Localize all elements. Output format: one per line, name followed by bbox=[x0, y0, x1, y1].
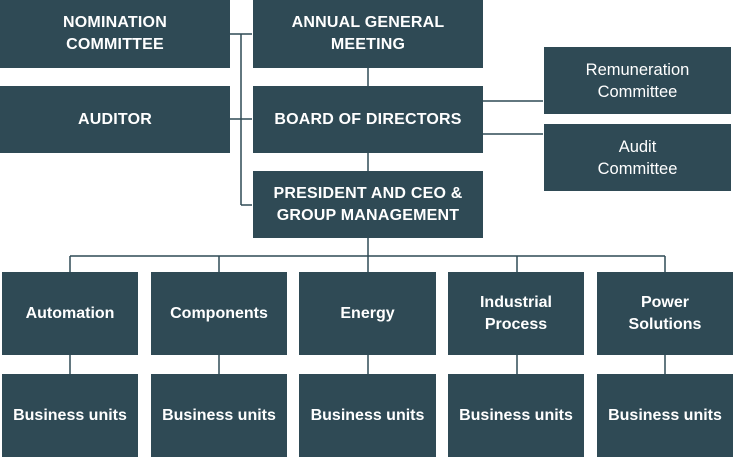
president-ceo-box: PRESIDENT AND CEO & GROUP MANAGEMENT bbox=[253, 171, 483, 238]
business-units-label: Business units bbox=[459, 406, 573, 424]
business-units-label: Business units bbox=[310, 406, 425, 424]
division-label: Automation bbox=[25, 304, 115, 322]
business-units-box-power-solutions: Business units bbox=[597, 374, 733, 457]
annual-general-meeting-box: ANNUAL GENERAL MEETING bbox=[253, 0, 483, 68]
auditor-box: AUDITOR bbox=[0, 86, 230, 153]
division-label: Power Solutions bbox=[628, 293, 702, 333]
nomination-committee-label: NOMINATION COMMITTEE bbox=[63, 14, 167, 53]
auditor-label: AUDITOR bbox=[78, 110, 152, 128]
business-units-label: Business units bbox=[162, 406, 276, 424]
business-units-label: Business units bbox=[608, 406, 722, 424]
business-units-label: Business units bbox=[13, 406, 127, 424]
division-box-power-solutions: Power Solutions bbox=[597, 272, 733, 355]
division-label: Energy bbox=[340, 304, 395, 322]
nomination-committee-box: NOMINATION COMMITTEE bbox=[0, 0, 230, 68]
business-units-box-energy: Business units bbox=[299, 374, 436, 457]
division-label: Components bbox=[170, 304, 268, 322]
division-box-components: Components bbox=[151, 272, 287, 355]
division-box-automation: Automation bbox=[2, 272, 138, 355]
remuneration-committee-box: Remuneration Committee bbox=[544, 47, 731, 114]
remuneration-committee-label: Remuneration Committee bbox=[585, 60, 690, 101]
board-of-directors-label: BOARD OF DIRECTORS bbox=[274, 110, 462, 128]
audit-committee-label: Audit Committee bbox=[597, 137, 678, 178]
audit-committee-box: Audit Committee bbox=[544, 124, 731, 191]
division-box-industrial-process: Industrial Process bbox=[448, 272, 584, 355]
president-ceo-label: PRESIDENT AND CEO & GROUP MANAGEMENT bbox=[273, 184, 463, 224]
business-units-box-automation: Business units bbox=[2, 374, 138, 457]
annual-general-meeting-label: ANNUAL GENERAL MEETING bbox=[291, 14, 445, 53]
business-units-box-industrial-process: Business units bbox=[448, 374, 584, 457]
division-label: Industrial Process bbox=[479, 293, 552, 333]
board-of-directors-box: BOARD OF DIRECTORS bbox=[253, 86, 483, 153]
business-units-box-components: Business units bbox=[151, 374, 287, 457]
division-box-energy: Energy bbox=[299, 272, 436, 355]
